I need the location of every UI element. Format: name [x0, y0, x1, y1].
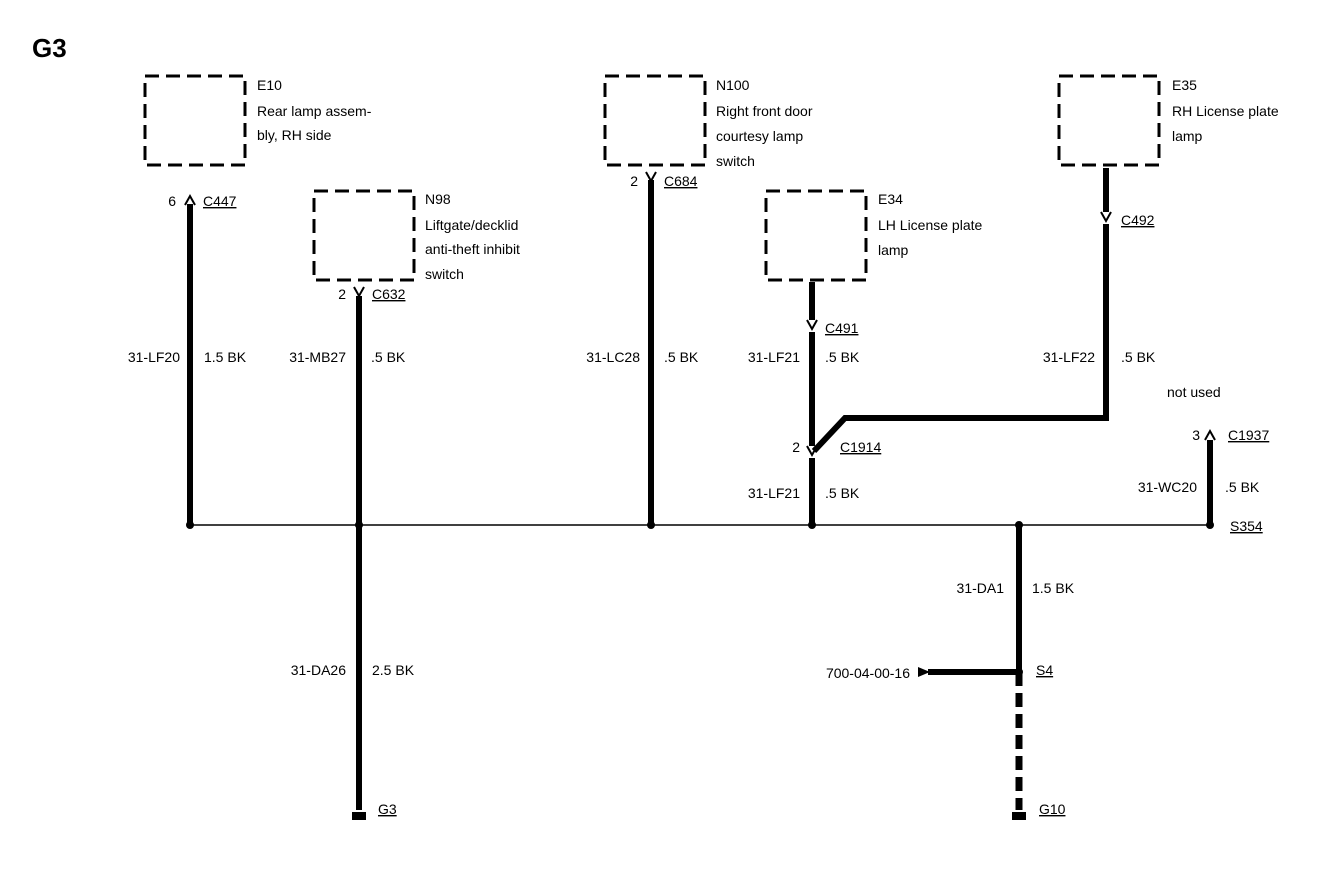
ground-g3-label: G3 — [378, 801, 397, 817]
e35-desc-line2: lamp — [1172, 128, 1203, 144]
wire-lf22-circuit: 31-LF22 — [1043, 349, 1095, 365]
c684-pin: 2 — [630, 173, 638, 189]
n100-desc-line1: Right front door — [716, 103, 813, 119]
splice-dot — [1015, 668, 1023, 676]
c632-label: C632 — [372, 286, 406, 302]
wire-lf21-lower-size: .5 BK — [825, 485, 860, 501]
splice-s354-label: S354 — [1230, 518, 1263, 534]
c684-label: C684 — [664, 173, 698, 189]
c447-connector-icon — [184, 193, 196, 206]
wire-lf20-size: 1.5 BK — [204, 349, 247, 365]
wire-lf21-upper-size: .5 BK — [825, 349, 860, 365]
wire-da26-circuit: 31-DA26 — [291, 662, 346, 678]
c632-pin: 2 — [338, 286, 346, 302]
c492-label: C492 — [1121, 212, 1155, 228]
splice-dot — [186, 521, 194, 529]
wire-wc20-size: .5 BK — [1225, 479, 1260, 495]
wire-lc28-size: .5 BK — [664, 349, 699, 365]
wire-lf22 — [811, 224, 1109, 454]
n98-desc-line2: anti-theft inhibit — [425, 241, 520, 257]
ground-g10-label: G10 — [1039, 801, 1066, 817]
e10-desc-line1: Rear lamp assem- — [257, 103, 372, 119]
e34-id: E34 — [878, 191, 903, 207]
n100-desc-line3: switch — [716, 153, 755, 169]
c492-connector-icon — [1100, 211, 1112, 224]
e10-desc-line2: bly, RH side — [257, 127, 332, 143]
ground-g10-icon — [1012, 812, 1026, 820]
c491-connector-icon — [806, 319, 818, 332]
c1914-pin: 2 — [792, 439, 800, 455]
c632-connector-icon — [353, 286, 365, 299]
wire-mb27-circuit: 31-MB27 — [289, 349, 346, 365]
n98-id: N98 — [425, 191, 451, 207]
wire-lf21-upper-circuit: 31-LF21 — [748, 349, 800, 365]
n98-desc-line1: Liftgate/decklid — [425, 217, 518, 233]
c447-pin: 6 — [168, 193, 176, 209]
wire-mb27-size: .5 BK — [371, 349, 406, 365]
wire-wc20-circuit: 31-WC20 — [1138, 479, 1197, 495]
n98-component-box — [312, 189, 416, 282]
wire-da1-size: 1.5 BK — [1032, 580, 1075, 596]
c447-label: C447 — [203, 193, 237, 209]
wire-lc28-circuit: 31-LC28 — [586, 349, 640, 365]
e10-component-box — [143, 74, 247, 167]
e34-desc-line1: LH License plate — [878, 217, 983, 233]
splice-dot — [647, 521, 655, 529]
wire-lf22-size: .5 BK — [1121, 349, 1156, 365]
c1914-label: C1914 — [840, 439, 881, 455]
splice-s4-label: S4 — [1036, 662, 1053, 678]
e10-id: E10 — [257, 77, 282, 93]
e34-desc-line2: lamp — [878, 242, 909, 258]
wire-lf21-lower-circuit: 31-LF21 — [748, 485, 800, 501]
n100-desc-line2: courtesy lamp — [716, 128, 803, 144]
n100-id: N100 — [716, 77, 750, 93]
wire-da26-size: 2.5 BK — [372, 662, 415, 678]
splice-dot — [808, 521, 816, 529]
c1937-note: not used — [1167, 384, 1221, 400]
e35-id: E35 — [1172, 77, 1197, 93]
c1937-connector-icon — [1204, 428, 1216, 441]
splice-dot — [1015, 521, 1023, 529]
wire-lf20-circuit: 31-LF20 — [128, 349, 180, 365]
e35-component-box — [1057, 74, 1161, 167]
c1914-connector-icon — [806, 445, 818, 458]
c491-label: C491 — [825, 320, 859, 336]
c1937-pin: 3 — [1192, 427, 1200, 443]
e35-desc-line1: RH License plate — [1172, 103, 1279, 119]
wire-da1-circuit: 31-DA1 — [957, 580, 1005, 596]
n98-desc-line3: switch — [425, 266, 464, 282]
s4-reference-label: 700-04-00-16 — [826, 665, 910, 681]
splice-dot — [1206, 521, 1214, 529]
e34-component-box — [764, 189, 868, 282]
splice-dot — [355, 521, 363, 529]
ground-g3-icon — [352, 812, 366, 820]
c684-connector-icon — [645, 171, 657, 184]
c1937-label: C1937 — [1228, 427, 1269, 443]
page-title: G3 — [32, 33, 67, 63]
n100-component-box — [603, 74, 707, 167]
reference-arrow-icon — [918, 667, 930, 677]
